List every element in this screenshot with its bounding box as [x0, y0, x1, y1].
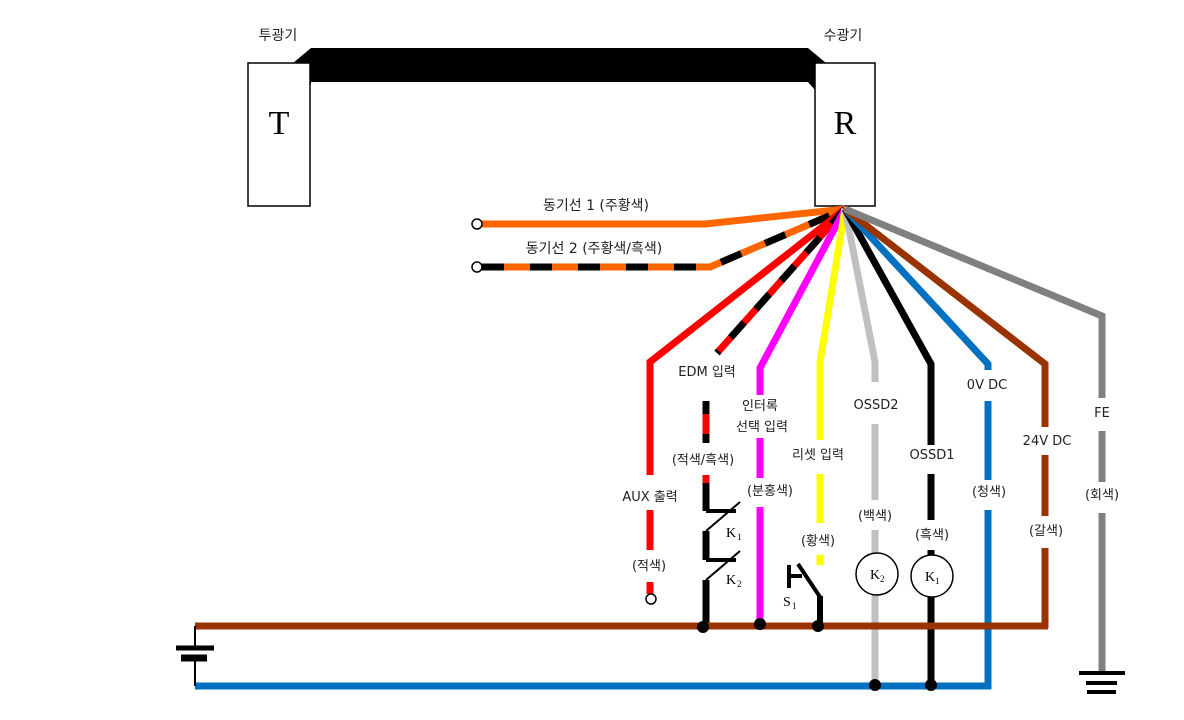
transmitter-box — [247, 62, 311, 207]
junction-dot-ossd2 — [869, 679, 881, 691]
ossd2-label: OSSD2 — [853, 398, 898, 413]
junction-dot-ossd1 — [925, 679, 937, 691]
sync1-terminal — [471, 218, 483, 230]
fe-color-label: (회색) — [1085, 488, 1119, 503]
ossd2-color-label: (백색) — [858, 509, 892, 524]
k1-coil: K 1 — [910, 554, 954, 598]
k2-contact: K 2 — [702, 550, 742, 627]
k1-contact-sub: 1 — [737, 532, 742, 542]
edm-wire-stripe — [714, 206, 848, 356]
aux-wire-upper — [646, 206, 848, 475]
v0-wire-upper — [842, 206, 992, 370]
k1-coil-label: K — [925, 570, 935, 585]
ossd2-wire-upper — [841, 208, 879, 382]
sync2-terminal — [471, 261, 483, 273]
reset-label: 리셋 입력 — [792, 448, 844, 463]
reset-wire-upper — [816, 208, 849, 440]
k2-coil: K 2 — [855, 552, 899, 596]
v24-label: 24V DC — [1023, 434, 1072, 449]
v0-label: 0V DC — [967, 378, 1007, 393]
sync2-label: 동기선 2 (주황색/흑색) — [526, 240, 663, 257]
junction-dot-interlock — [754, 618, 766, 630]
interlock-color-label: (분홍색) — [747, 484, 793, 499]
aux-color-label: (적색) — [632, 559, 666, 574]
receiver-box — [814, 62, 876, 207]
transmitter-letter: T — [269, 105, 290, 142]
aux-label: AUX 출력 — [622, 490, 677, 505]
reset-color-label: (황색) — [801, 534, 835, 549]
fe-wire-upper — [843, 205, 1106, 398]
receiver-title: 수광기 — [824, 28, 863, 44]
ossd1-wire-upper — [841, 207, 935, 445]
ossd1-label: OSSD1 — [909, 448, 954, 463]
k2-coil-label: K — [870, 568, 880, 583]
edm-color-label: (적색/흑색) — [672, 453, 734, 468]
k1-coil-sub: 1 — [935, 576, 940, 586]
reset-switch: S 1 — [783, 562, 823, 625]
receiver-letter: R — [834, 105, 857, 142]
v0-color-label: (청색) — [972, 485, 1006, 500]
fe-label: FE — [1094, 406, 1110, 421]
k2-contact-sub: 2 — [737, 579, 742, 589]
k1-contact-label: K — [726, 526, 736, 541]
s1-sub: 1 — [792, 601, 797, 611]
connecting-cable — [293, 48, 826, 90]
edm-label: EDM 입력 — [678, 365, 736, 380]
junction-dot-reset — [812, 620, 824, 632]
k2-contact-label: K — [726, 573, 736, 588]
ossd1-color-label: (흑색) — [915, 528, 949, 543]
interlock-wire-upper — [756, 207, 849, 395]
ground-icon — [1079, 671, 1125, 694]
v24-color-label: (갈색) — [1029, 524, 1063, 539]
junction-dot-edm — [697, 621, 709, 633]
interlock-label-line1: 인터록 — [742, 399, 778, 414]
v24-wire-upper — [842, 206, 1049, 427]
sync1-label: 동기선 1 (주황색) — [543, 198, 649, 214]
k2-coil-sub: 2 — [880, 574, 885, 584]
sync1-wire — [482, 205, 846, 228]
sync2-wire-base — [482, 205, 847, 271]
k1-contact: K 1 — [702, 501, 742, 560]
s1-label: S — [783, 595, 791, 610]
transmitter-title: 투광기 — [259, 28, 298, 44]
transmitter-unit: T — [247, 62, 311, 207]
interlock-label-line2: 선택 입력 — [736, 420, 788, 435]
receiver-unit: R — [814, 62, 876, 207]
battery-icon — [176, 626, 214, 686]
aux-terminal — [645, 593, 657, 605]
